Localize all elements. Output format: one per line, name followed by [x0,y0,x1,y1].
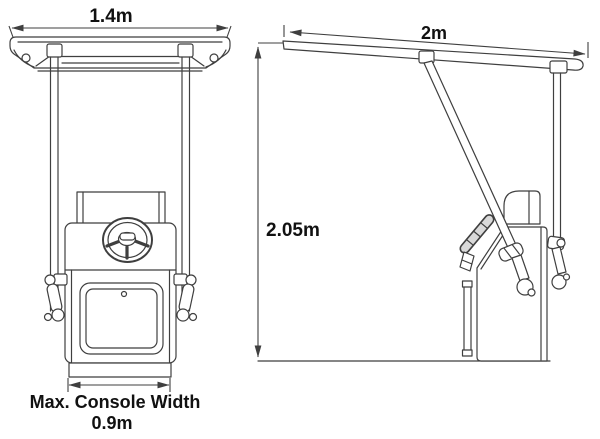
dimension-overall-height: 2.05m [254,42,320,358]
canopy-width-label: 1.4m [89,6,132,27]
rear-clamp-ball-end [551,274,567,290]
front-view: 1.4m [8,6,232,433]
console-cowl [503,190,541,225]
diagonal-strut [423,60,536,297]
console-width-caption: Max. Console Width [30,392,201,412]
console-front-strip [463,283,472,355]
dimension-canopy-width: 1.4m [8,6,232,41]
canopy-corner-fitting-right [209,53,219,63]
canopy-front [9,36,231,72]
dimension-console-width: Max. Console Width 0.9m [30,378,201,433]
console-body-side [476,226,548,362]
leg-clamp-left [43,273,68,322]
console-width-value: 0.9m [91,413,132,433]
overall-height-label: 2.05m [266,220,320,241]
door-latch [120,290,128,298]
steering-wheel-front [102,217,153,263]
dimension-canopy-length: 2m [283,23,589,58]
canopy-side [282,40,584,74]
rear-leg-fitting [549,60,568,74]
canopy-corner-fitting-left [21,53,31,63]
canopy-length-label: 2m [421,23,447,43]
console-base-front [68,362,172,378]
console-side [459,190,548,362]
rear-leg [552,72,562,240]
rear-leg-clamp [547,235,571,290]
steering-wheel-side [459,214,495,254]
side-view: 2.05m 2m [254,23,589,362]
leg-clamp-right [173,273,198,322]
console-front [43,191,198,378]
legs-front [49,56,191,312]
